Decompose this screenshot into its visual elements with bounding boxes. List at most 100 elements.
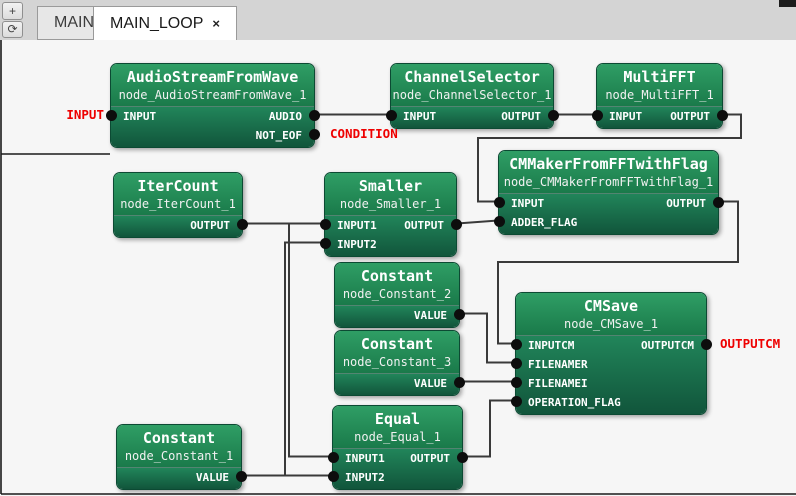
output-port-dot[interactable] (236, 219, 248, 230)
input-port-dot[interactable] (510, 358, 522, 369)
output-port-dot[interactable] (716, 110, 728, 121)
port-row: INPUT OUTPUT (597, 107, 722, 126)
wire-constant2-to-cmsave-filenamer[interactable] (460, 312, 515, 364)
input-port-label: INPUT1 (337, 219, 377, 232)
node-title: Smaller (358, 177, 423, 195)
input-port-dot[interactable] (510, 377, 522, 388)
input-port-dot[interactable] (105, 110, 117, 121)
port-row: VALUE (335, 374, 459, 393)
input-port-dot[interactable] (319, 219, 331, 230)
node-port-rows: VALUE (335, 373, 459, 395)
node-title: Constant (142, 429, 216, 447)
wire-itercount-to-equal-input1[interactable] (288, 223, 332, 458)
port-row: ADDER_FLAG (499, 213, 718, 232)
external-terminal-label-input: INPUT (66, 107, 104, 122)
output-port-dot[interactable] (308, 129, 320, 140)
input-port-dot[interactable] (493, 197, 505, 208)
port-row: FILENAMEI (516, 374, 706, 393)
output-port-dot[interactable] (456, 452, 468, 463)
node-port-rows: VALUE (335, 305, 459, 327)
toolbar: + ⟳ MAIN MAIN_LOOP × (0, 0, 796, 40)
output-port-dot[interactable] (235, 471, 247, 482)
node-subtitle: node_Equal_1 (354, 430, 441, 444)
input-port-dot[interactable] (510, 396, 522, 407)
input-port-dot[interactable] (510, 339, 522, 350)
input-port-label: INPUT (403, 110, 437, 123)
input-port-label: FILENAMER (528, 358, 588, 371)
reload-icon[interactable]: ⟳ (2, 20, 23, 38)
wire-cmmaker-to-cmsave-inputcm[interactable] (497, 200, 739, 345)
add-button[interactable]: + (2, 2, 23, 20)
close-tab-icon[interactable]: × (212, 16, 220, 31)
input-port-label: ADDER_FLAG (511, 216, 578, 229)
node-title: Equal (374, 410, 421, 428)
node-title: CMMakerFromFFTwithFlag (509, 155, 708, 173)
output-port-label: VALUE (195, 471, 229, 484)
input-port-dot[interactable] (385, 110, 397, 121)
toolbar-buttons: + ⟳ (2, 2, 23, 38)
input-port-label: INPUT (609, 110, 643, 123)
node-title: CMSave (583, 297, 639, 315)
input-port-label: INPUT1 (345, 452, 385, 465)
input-port-label: INPUT2 (345, 471, 385, 484)
port-row: INPUT2 (333, 468, 462, 487)
tab-main-loop[interactable]: MAIN_LOOP × (93, 6, 237, 40)
output-port-dot[interactable] (547, 110, 559, 121)
input-port-label: OPERATION_FLAG (528, 396, 621, 409)
input-port-dot[interactable] (319, 238, 331, 249)
output-port-dot[interactable] (308, 110, 320, 121)
input-port-label: INPUT2 (337, 238, 377, 251)
tab-main-label: MAIN (54, 14, 94, 31)
wire-smaller-to-cmmaker-adderflag[interactable] (456, 219, 499, 225)
node-title: ChannelSelector (404, 68, 540, 86)
input-port-dot[interactable] (591, 110, 603, 121)
input-port-dot[interactable] (327, 471, 339, 482)
output-port-dot[interactable] (453, 309, 465, 320)
port-row: FILENAMER (516, 355, 706, 374)
node-port-rows: INPUTCM OUTPUTCM FILENAMER FILENAMEI OPERATI… (516, 335, 706, 414)
output-port-label: OUTPUT (190, 219, 230, 232)
output-port-dot[interactable] (453, 377, 465, 388)
node-title: AudioStreamFromWave (126, 68, 299, 86)
wire-equal-to-cmsave-operationflag[interactable] (463, 399, 515, 458)
wire-constant1-to-smaller-input2[interactable] (284, 241, 324, 476)
port-row: VALUE (117, 468, 241, 487)
input-port-dot[interactable] (493, 216, 505, 227)
node-subtitle: node_ChannelSelector_1 (392, 88, 552, 102)
port-row: NOT_EOF (111, 126, 314, 145)
output-port-dot[interactable] (700, 339, 712, 350)
output-port-label: OUTPUT (670, 110, 710, 123)
node-subtitle: node_Smaller_1 (339, 197, 442, 211)
node-title: IterCount (137, 177, 219, 195)
input-port-dot[interactable] (327, 452, 339, 463)
output-port-label: OUTPUTCM (641, 339, 694, 352)
node-subtitle: node_CMSave_1 (564, 317, 658, 331)
node-title: Constant (360, 335, 434, 353)
output-port-dot[interactable] (450, 219, 462, 230)
output-port-dot[interactable] (712, 197, 724, 208)
wire-multifft-to-cmmaker-input[interactable] (477, 113, 742, 203)
input-port-label: INPUTCM (528, 339, 575, 352)
